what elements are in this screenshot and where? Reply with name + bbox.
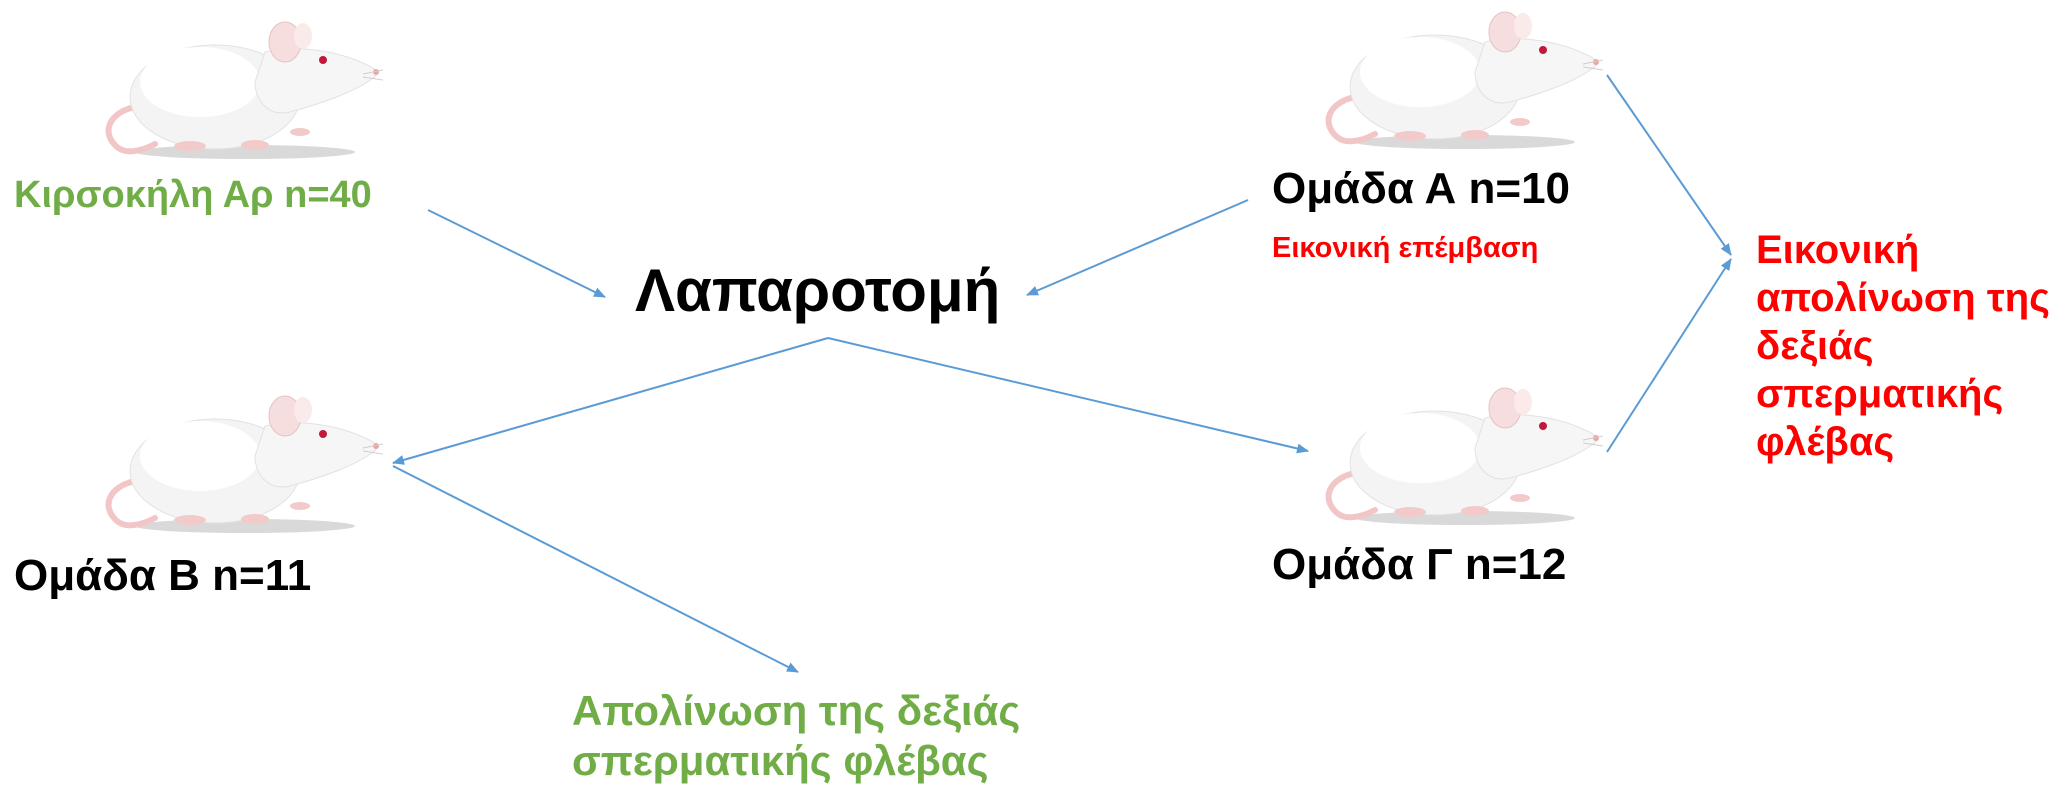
ligation-real-label: Απολίνωση της δεξιάς σπερματικής φλέβας bbox=[572, 686, 1020, 785]
ligation-real-line-1: Απολίνωση της δεξιάς bbox=[572, 687, 1021, 734]
ligation-sham-line-4: σπερματικής bbox=[1756, 372, 2004, 416]
group-a-sublabel: Εικονική επέμβαση bbox=[1272, 232, 1539, 264]
arrow-center-to-group-c bbox=[827, 337, 1309, 454]
arrow-group-c-to-sham bbox=[1606, 258, 1732, 453]
group-c-label: Ομάδα Γ n=12 bbox=[1272, 540, 1567, 589]
rat-icon bbox=[1315, 2, 1605, 152]
rat-icon bbox=[1315, 378, 1605, 528]
arrow-source-to-center bbox=[427, 209, 606, 298]
rat-icon bbox=[95, 386, 385, 536]
ligation-sham-label: Εικονική απολίνωση της δεξιάς σπερματική… bbox=[1756, 226, 2050, 466]
group-b-label: Ομάδα Β n=11 bbox=[14, 551, 312, 600]
arrow-group-b-to-ligation bbox=[392, 465, 799, 673]
ligation-sham-line-2: απολίνωση της bbox=[1756, 276, 2050, 320]
source-label: Κιρσοκήλη Αρ n=40 bbox=[14, 174, 372, 216]
ligation-sham-line-5: φλέβας bbox=[1756, 420, 1895, 464]
ligation-sham-line-3: δεξιάς bbox=[1756, 324, 1874, 368]
arrow-group-a-to-center bbox=[1026, 199, 1249, 296]
arrow-center-to-group-b bbox=[392, 337, 829, 465]
center-node-label: Λαπαροτομή bbox=[635, 257, 1001, 324]
ligation-sham-line-1: Εικονική bbox=[1756, 228, 1920, 272]
rat-icon bbox=[95, 12, 385, 162]
group-a-label: Ομάδα Α n=10 bbox=[1272, 164, 1571, 213]
ligation-real-line-2: σπερματικής φλέβας bbox=[572, 736, 989, 784]
arrow-group-a-to-sham bbox=[1606, 74, 1732, 256]
